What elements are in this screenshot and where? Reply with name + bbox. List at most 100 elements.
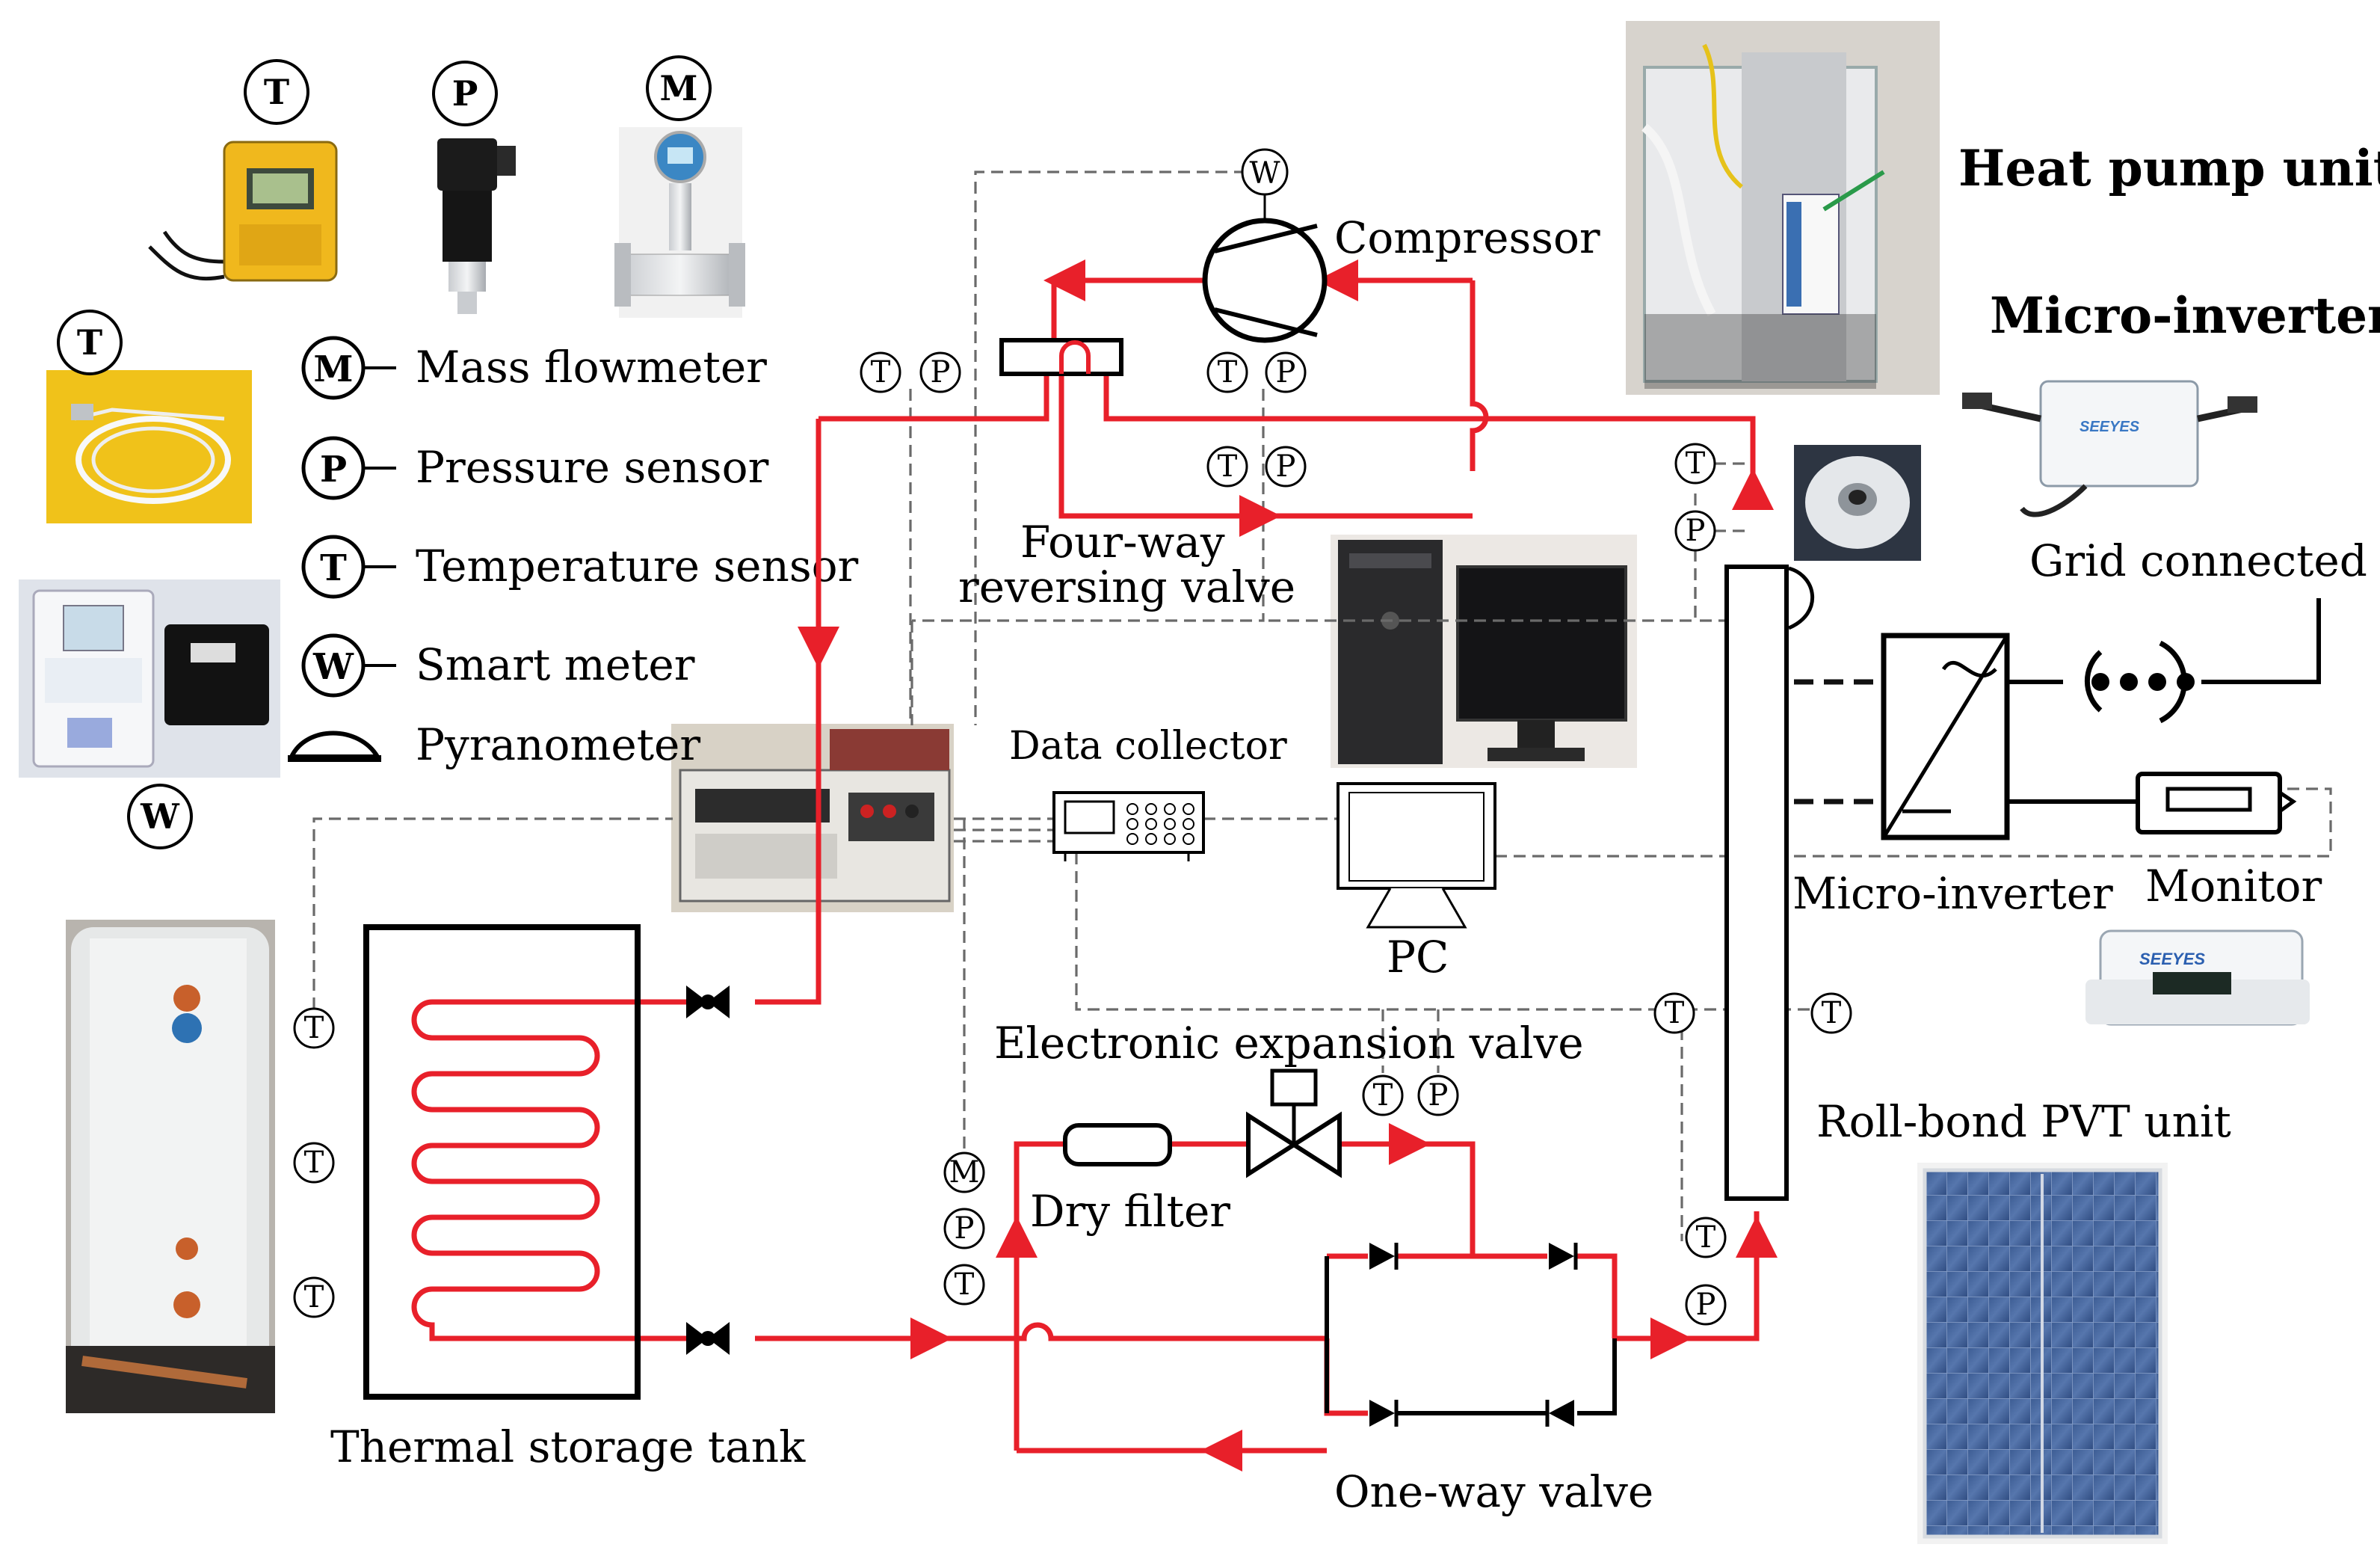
sensor-p-19: P	[1685, 1284, 1727, 1326]
eev-symbol	[1246, 1069, 1342, 1178]
thermocouple-photo	[46, 370, 252, 523]
monitor-symbol	[2136, 772, 2297, 834]
pyranometer-photo	[1794, 445, 1921, 561]
legend-symbol: P	[320, 449, 347, 491]
sensor-p-5: P	[1265, 446, 1307, 488]
photo-tag-p-text: P	[452, 73, 478, 114]
tank-valve-lower	[686, 1322, 730, 1355]
sensor-letter: T	[1686, 446, 1706, 481]
sensor-letter: P	[1276, 449, 1296, 484]
label-one-way-valve: One-way valve	[1334, 1466, 1653, 1517]
legend-label: Mass flowmeter	[416, 342, 767, 393]
sensor-t-10: T	[293, 1276, 335, 1318]
smart-meter-photo	[19, 579, 280, 778]
sensor-letter: P	[931, 355, 951, 390]
check-valve-3	[1369, 1400, 1399, 1427]
sensor-t-2: T	[1206, 351, 1248, 393]
photo-tag-m: M	[646, 55, 712, 121]
sensor-p-1: P	[919, 351, 961, 393]
heat-pump-photo	[1626, 21, 1940, 395]
sensor-letter: W	[1249, 156, 1280, 191]
legend-item-smart-meter: W Smart meter	[301, 633, 695, 698]
label-monitor: Monitor	[2145, 861, 2322, 911]
photo-tag-t-thermo: T	[57, 310, 123, 375]
monitor-device-photo: SEEYES	[2085, 929, 2310, 1026]
sensor-letter: T	[304, 1146, 324, 1180]
label-four-way-line2: reversing valve	[958, 562, 1295, 612]
pyranometer-icon	[288, 731, 382, 759]
sensor-letter: T	[1373, 1078, 1393, 1113]
sensor-letter: P	[1276, 355, 1296, 390]
sensor-t-6: T	[1674, 443, 1716, 485]
refrigerant-circuit	[411, 259, 1778, 1472]
micro-inverter-symbol	[1881, 633, 2010, 840]
check-valve-4	[1545, 1400, 1574, 1427]
pc-symbol	[1337, 782, 1496, 929]
sensor-p-15: P	[1417, 1074, 1459, 1116]
check-valve-2	[1549, 1243, 1578, 1270]
sensor-letter: P	[1686, 514, 1706, 548]
heading-micro-inverter: Micro-inverter	[1990, 286, 2380, 345]
legend-item-pyranometer: Pyranometer	[288, 719, 700, 770]
sensor-letter: T	[1218, 449, 1238, 484]
label-dry-filter: Dry filter	[1030, 1186, 1230, 1237]
label-thermal-storage-tank: Thermal storage tank	[330, 1421, 806, 1472]
sensor-letter: T	[304, 1280, 324, 1315]
seeyes-logo-monitor: SEEYES	[2139, 950, 2205, 968]
seeyes-logo: SEEYES	[2080, 419, 2140, 435]
sensor-letter: T	[304, 1011, 324, 1045]
sensor-t-14: T	[1362, 1074, 1404, 1116]
sensor-w-compressor: W	[1241, 148, 1289, 221]
sensor-t-0: T	[860, 351, 901, 393]
sensor-t-18: T	[1685, 1217, 1727, 1258]
thermal-storage-tank-symbol	[363, 924, 641, 1400]
flowmeter-photo	[614, 127, 745, 318]
photo-tag-w: W	[127, 784, 193, 849]
sensor-letter: T	[1696, 1220, 1716, 1255]
photo-tag-t-logger: T	[244, 59, 309, 125]
sensor-letter: T	[871, 355, 891, 390]
tank-photo	[66, 920, 275, 1413]
bridge-black-lines	[1325, 1256, 1617, 1415]
legend-symbol: M	[313, 348, 353, 390]
sensor-t-9: T	[293, 1142, 335, 1184]
sensor-letter: M	[949, 1155, 980, 1190]
data-logger-photo	[671, 724, 954, 912]
photo-tag-p: P	[432, 61, 498, 126]
sensor-p-3: P	[1265, 351, 1307, 393]
sensor-p-12: P	[943, 1208, 985, 1249]
data-collector-symbol	[1052, 791, 1205, 861]
label-data-collector: Data collector	[1009, 724, 1287, 769]
sensor-t-4: T	[1206, 446, 1248, 488]
photo-tag-t-thermo-text: T	[77, 322, 102, 363]
label-four-way-line1: Four-way	[1020, 517, 1225, 568]
photo-tag-m-text: M	[660, 68, 698, 108]
desktop-photo	[1331, 535, 1637, 768]
legend-symbol: W	[312, 646, 354, 688]
four-way-valve-symbol	[999, 338, 1123, 376]
sensor-t-17: T	[1810, 992, 1852, 1034]
sensor-letter: T	[1218, 355, 1238, 390]
micro-inverter-photo: SEEYES	[1962, 380, 2257, 517]
legend-item-pressure-sensor: P Pressure sensor	[301, 436, 769, 500]
label-pc: PC	[1387, 932, 1449, 983]
legend-label: Pressure sensor	[416, 442, 769, 493]
pressure-sensor-photo	[437, 138, 516, 314]
sensor-letter: P	[1696, 1288, 1716, 1322]
pvt-collector-symbol	[1724, 565, 1814, 1201]
temperature-logger-photo	[148, 141, 338, 282]
legend-label: Temperature sensor	[416, 541, 859, 591]
sensor-letter: P	[1428, 1078, 1449, 1113]
label-electronic-expansion-valve: Electronic expansion valve	[994, 1018, 1584, 1069]
label-grid-connected: Grid connected	[2029, 535, 2367, 586]
sensor-t-13: T	[943, 1264, 985, 1306]
photo-tag-t-logger-text: T	[264, 72, 289, 112]
legend: M Mass flowmeter P Pressure sensor T Tem…	[288, 336, 859, 770]
legend-label: Smart meter	[416, 639, 695, 690]
label-micro-inverter: Micro-inverter	[1792, 868, 2113, 919]
sensor-t-16: T	[1653, 992, 1695, 1034]
check-valve-1	[1369, 1243, 1399, 1270]
four-way-text: Four-way	[1020, 517, 1225, 568]
